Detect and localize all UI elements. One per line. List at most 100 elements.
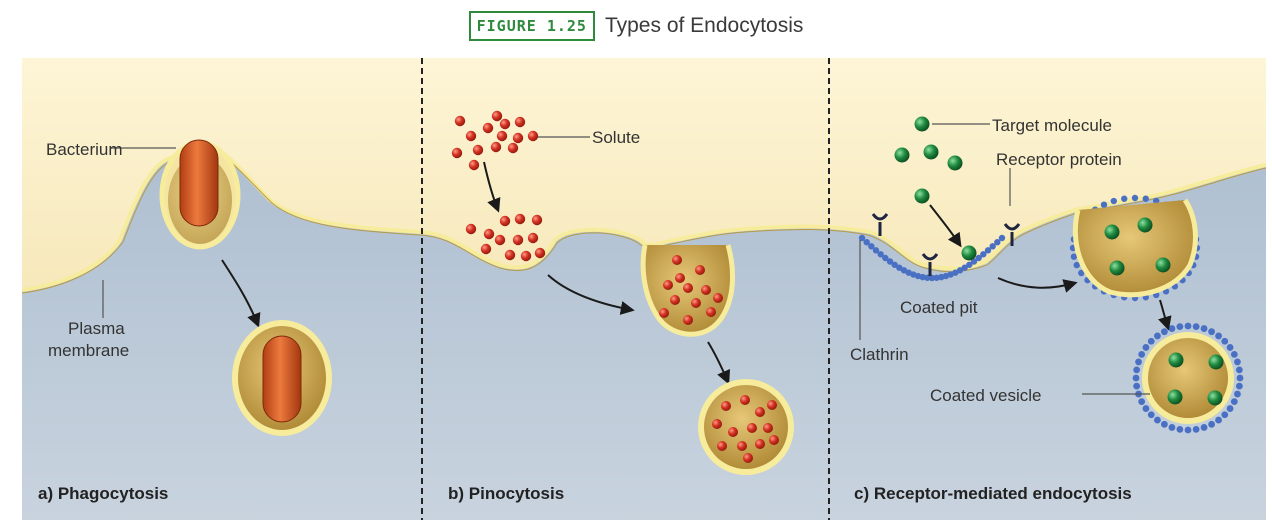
clathrin-unit xyxy=(975,254,982,262)
figure-header: FIGURE 1.25 Types of Endocytosis xyxy=(0,8,1272,44)
clathrin-unit xyxy=(994,238,1001,246)
label-coated-vesicle: Coated vesicle xyxy=(930,386,1042,405)
arrow-target-to-receptor xyxy=(929,204,962,248)
solute-particle xyxy=(512,132,524,144)
clathrin-unit xyxy=(891,261,898,268)
solute-particle xyxy=(721,401,731,411)
clathrin-unit xyxy=(868,243,875,250)
clathrin-unit xyxy=(877,251,884,258)
clathrin-unit xyxy=(1160,328,1168,336)
arrow-to-vesicle xyxy=(707,341,731,385)
clathrin-unit xyxy=(1110,197,1117,205)
panel-phagocytosis: Bacterium Plasma membrane a) Phagocytosi… xyxy=(38,139,332,503)
arrow-solute-down xyxy=(483,161,501,213)
cytoplasm xyxy=(22,148,1266,520)
solute-particle xyxy=(769,435,779,445)
target-molecules xyxy=(894,116,1224,406)
clathrin-unit xyxy=(1200,424,1208,431)
caption-receptor-mediated: c) Receptor-mediated endocytosis xyxy=(854,484,1132,503)
receptor-protein xyxy=(921,253,939,276)
solute-particle xyxy=(499,215,511,227)
solute-particle xyxy=(663,280,673,290)
clathrin-unit xyxy=(1073,261,1080,269)
solute-particle xyxy=(472,144,484,156)
solute-particle xyxy=(683,283,693,293)
clathrin-unit xyxy=(872,247,880,254)
target-molecule xyxy=(1207,390,1223,406)
solute-particle xyxy=(507,142,519,154)
clathrin-unit xyxy=(1138,350,1146,358)
solute-particle xyxy=(670,295,680,305)
solute-particle xyxy=(534,247,546,259)
solute-particle xyxy=(465,223,477,235)
clathrin-unit xyxy=(1078,269,1085,277)
clathrin-unit xyxy=(1208,420,1216,428)
arrow-to-coated-pit xyxy=(997,277,1078,293)
clathrin-unit xyxy=(1160,420,1168,428)
solute-particle xyxy=(675,273,685,283)
target-molecule xyxy=(914,116,930,132)
target-molecule xyxy=(1137,217,1153,233)
solute-particle xyxy=(482,122,494,134)
clathrin-unit xyxy=(1176,323,1184,331)
clathrin-unit xyxy=(933,274,940,281)
clathrin-unit xyxy=(1230,398,1238,406)
clathrin-unit xyxy=(919,273,926,281)
solute-particle xyxy=(743,453,753,463)
solute-particle xyxy=(763,423,773,433)
target-molecule xyxy=(947,155,963,171)
label-plasma: Plasma xyxy=(68,319,125,338)
clathrin-unit xyxy=(1235,366,1243,374)
clathrin-unit xyxy=(1221,337,1229,345)
solute-particle xyxy=(520,250,532,262)
clathrin-unit xyxy=(1131,194,1139,202)
solute-particle xyxy=(491,110,503,122)
clathrin-unit xyxy=(1221,411,1229,419)
clathrin-unit xyxy=(1100,201,1108,208)
solute-particle xyxy=(514,213,526,225)
clathrin-unit xyxy=(1138,398,1146,406)
clathrin-unit xyxy=(980,251,987,258)
clathrin-unit xyxy=(1234,390,1241,398)
clathrin-unit xyxy=(998,234,1006,242)
clathrin-unit xyxy=(966,261,973,268)
label-bacterium: Bacterium xyxy=(46,140,123,159)
solute-particle xyxy=(483,228,495,240)
figure-title: Types of Endocytosis xyxy=(604,14,804,37)
clathrin-unit xyxy=(1132,374,1140,382)
solute-particle xyxy=(767,400,777,410)
target-molecule xyxy=(1109,260,1125,276)
solute-in-pit xyxy=(659,255,723,325)
clathrin-unit xyxy=(1215,332,1222,340)
label-coated-pit: Coated pit xyxy=(900,298,978,317)
receptor-protein xyxy=(1003,223,1021,246)
clathrin-unit xyxy=(1176,425,1184,433)
engulfed-bacterium xyxy=(262,335,302,423)
arrow-to-pit xyxy=(547,274,635,315)
clathrin-unit xyxy=(1234,358,1241,366)
clathrin-unit xyxy=(1236,374,1244,382)
clathrin-unit xyxy=(1147,411,1155,419)
solute-particle xyxy=(514,116,526,128)
solute-cluster-extracellular xyxy=(451,110,539,171)
clathrin-unit xyxy=(1142,195,1149,202)
solute-particle xyxy=(468,159,480,171)
solute-particle xyxy=(490,141,502,153)
solute-particle xyxy=(496,130,508,142)
solute-particle xyxy=(683,315,693,325)
solute-particle xyxy=(740,395,750,405)
clathrin-unit xyxy=(1154,416,1161,424)
clathrin-unit xyxy=(1192,425,1200,433)
clathrin-unit xyxy=(1235,382,1243,390)
receptor-protein xyxy=(871,213,889,236)
solute-particle xyxy=(465,130,477,142)
label-receptor-protein: Receptor protein xyxy=(996,150,1122,169)
solute-particle xyxy=(713,293,723,303)
solute-particle xyxy=(454,115,466,127)
solute-particle xyxy=(747,423,757,433)
target-molecule xyxy=(961,245,977,261)
solute-particle xyxy=(451,147,463,159)
coated-pit-deep xyxy=(1072,198,1198,298)
clathrin-unit xyxy=(1142,344,1150,351)
